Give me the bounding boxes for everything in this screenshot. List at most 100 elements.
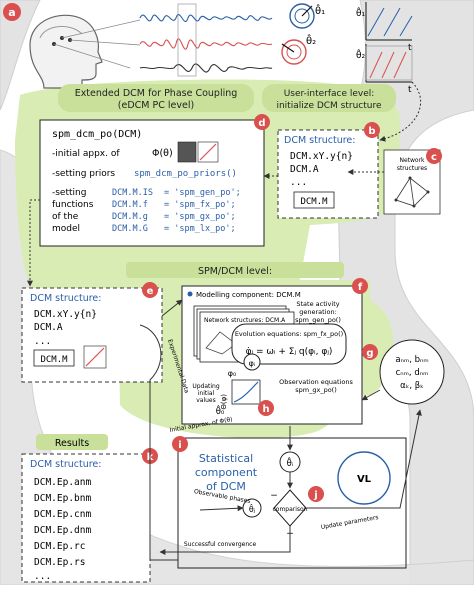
svg-text:Θ(φ): Θ(φ) — [220, 394, 228, 410]
svg-text:g: g — [366, 348, 373, 359]
svg-text:of DCM: of DCM — [206, 480, 246, 493]
marker-h: h — [258, 400, 274, 416]
svg-text:Extended DCM for Phase Couplin: Extended DCM for Phase Coupling — [75, 88, 238, 99]
edcm-box: spm_dcm_po(DCM) -initial appx. of Φ(θ) -… — [39, 119, 265, 247]
eeg-waveforms — [139, 3, 273, 77]
spm-dcm-structure-box: DCM structure: DCM.xY.y{n} DCM.A ... DCM… — [21, 287, 163, 383]
svg-text:spm_dcm_po_priors(): spm_dcm_po_priors() — [134, 169, 237, 179]
svg-text:DCM.Ep.dnm: DCM.Ep.dnm — [34, 525, 91, 536]
marker-i: i — [172, 436, 188, 452]
svg-text:−: − — [270, 491, 278, 501]
svg-text:f: f — [358, 282, 363, 293]
marker-j: j — [308, 486, 324, 502]
svg-text:θ̂₀: θ̂₀ — [216, 404, 225, 417]
spm-header: SPM/DCM level: — [126, 262, 344, 278]
svg-text:c: c — [431, 152, 437, 163]
edcm-header: Extended DCM for Phase Coupling (eDCM PC… — [58, 84, 254, 112]
svg-text:DCM structure:: DCM structure: — [30, 459, 101, 470]
svg-text:αₖ, βₖ: αₖ, βₖ — [400, 381, 424, 391]
svg-text:structures: structures — [397, 165, 427, 172]
svg-text:θ̂ᵢ: θ̂ᵢ — [287, 456, 294, 469]
marker-d: d — [254, 114, 270, 130]
svg-text:t: t — [408, 85, 412, 95]
ui-dcm-structure-box: DCM structure: DCM.xY.y{n} DCM.A ... DCM… — [277, 129, 379, 219]
svg-text:a: a — [8, 6, 15, 19]
svg-text:initial: initial — [198, 390, 215, 397]
svg-text:Observation equations: Observation equations — [279, 378, 353, 386]
svg-text:...: ... — [290, 177, 307, 188]
svg-text:DCM.M: DCM.M — [300, 197, 328, 207]
svg-text:State activity: State activity — [296, 300, 339, 308]
marker-g: g — [362, 344, 378, 360]
svg-text:cₙₘ, dₙₘ: cₙₘ, dₙₘ — [396, 368, 429, 378]
svg-text:initialize DCM structure: initialize DCM structure — [276, 101, 382, 111]
svg-text:comparison: comparison — [272, 506, 307, 513]
marker-f: f — [352, 278, 368, 294]
svg-text:DCM.M: DCM.M — [40, 355, 68, 365]
marker-c: c — [426, 148, 442, 164]
svg-text:DCM.Ep.rs: DCM.Ep.rs — [34, 557, 85, 568]
svg-text:d: d — [258, 118, 265, 129]
svg-text:User-interface level:: User-interface level: — [284, 89, 375, 99]
phase-circle-1: θ̂₁ — [289, 3, 325, 29]
svg-text:DCM.Ep.bnm: DCM.Ep.bnm — [34, 493, 91, 504]
svg-text:θ̂₁: θ̂₁ — [315, 3, 325, 17]
marker-b: b — [364, 122, 380, 138]
svg-text:j: j — [313, 490, 317, 501]
svg-text:DCM.A: DCM.A — [34, 322, 63, 333]
results-dcm-structure-box: DCM structure: DCM.Ep.anm DCM.Ep.bnm DCM… — [21, 453, 151, 583]
svg-text:Update parameters: Update parameters — [320, 514, 379, 531]
svg-text:DCM.xY.y{n}: DCM.xY.y{n} — [34, 309, 97, 320]
network-structures-box: Network structures — [383, 149, 441, 215]
svg-text:Successful convergence: Successful convergence — [184, 541, 257, 548]
results-header: Results — [36, 434, 108, 450]
svg-text:of the: of the — [52, 212, 79, 222]
svg-text:φ₀: φ₀ — [228, 369, 236, 378]
svg-text:Evolution equations: spm_fx_po: Evolution equations: spm_fx_po() — [235, 330, 343, 338]
svg-text:Modelling component: DCM.M: Modelling component: DCM.M — [196, 291, 301, 299]
svg-text:spm_gen_po(): spm_gen_po() — [295, 316, 341, 324]
modelling-component-box: Modelling component: DCM.M State activit… — [181, 285, 363, 425]
svg-text:-setting priors: -setting priors — [52, 169, 115, 179]
svg-text:DCM.M.f: DCM.M.f — [112, 200, 148, 210]
svg-text:Network structures: DCM.A: Network structures: DCM.A — [204, 317, 286, 324]
svg-text:= 'spm_lx_po';: = 'spm_lx_po'; — [164, 224, 236, 234]
svg-text:component: component — [195, 466, 258, 479]
ui-header: User-interface level: initialize DCM str… — [262, 84, 396, 112]
svg-text:DCM structure:: DCM structure: — [30, 293, 101, 304]
marker-e: e — [142, 282, 158, 298]
svg-text:values: values — [196, 397, 216, 404]
svg-text:Network: Network — [399, 157, 425, 164]
svg-text:DCM.M.g: DCM.M.g — [112, 212, 148, 222]
svg-text:DCM.xY.y{n}: DCM.xY.y{n} — [290, 151, 353, 162]
statistical-component-box: Statistical component of DCM θ̂ᵢ θ̂ⱼ Obs… — [177, 437, 407, 569]
svg-text:Statistical: Statistical — [199, 452, 253, 465]
svg-text:generation:: generation: — [299, 308, 337, 316]
svg-text:= 'spm_gx_po';: = 'spm_gx_po'; — [164, 212, 236, 222]
parameters-circle: aₙₘ, bₙₘ cₙₘ, dₙₘ αₖ, βₖ — [379, 339, 445, 405]
svg-text:θ̂₁: θ̂₁ — [356, 6, 366, 19]
svg-text:VL: VL — [357, 474, 372, 485]
svg-text:-initial appx. of: -initial appx. of — [52, 149, 120, 159]
phase-plots: θ̂₁ t θ̂₂ t — [356, 2, 413, 95]
svg-text:DCM.Ep.rc: DCM.Ep.rc — [34, 541, 85, 552]
svg-text:DCM.A: DCM.A — [290, 164, 319, 175]
flow-arrows — [27, 81, 422, 561]
svg-text:θ̂₂: θ̂₂ — [356, 48, 366, 61]
svg-text:e: e — [147, 286, 154, 297]
svg-text:SPM/DCM level:: SPM/DCM level: — [198, 266, 272, 277]
svg-text:= 'spm_fx_po';: = 'spm_fx_po'; — [164, 200, 236, 210]
svg-text:...: ... — [34, 336, 51, 347]
svg-text:DCM.Ep.cnm: DCM.Ep.cnm — [34, 509, 91, 520]
svg-text:DCM structure:: DCM structure: — [284, 135, 355, 146]
svg-text:φᵢ: φᵢ — [249, 359, 256, 368]
svg-text:θ̂ⱼ: θ̂ⱼ — [249, 503, 255, 514]
svg-text:i: i — [178, 440, 181, 451]
svg-text:model: model — [52, 224, 80, 234]
svg-text:DCM.M.G: DCM.M.G — [112, 224, 148, 234]
svg-text:t: t — [408, 43, 412, 53]
marker-a: a — [3, 3, 21, 21]
svg-text:spm_gx_po(): spm_gx_po() — [295, 386, 337, 394]
svg-text:aₙₘ, bₙₘ: aₙₘ, bₙₘ — [395, 355, 428, 365]
